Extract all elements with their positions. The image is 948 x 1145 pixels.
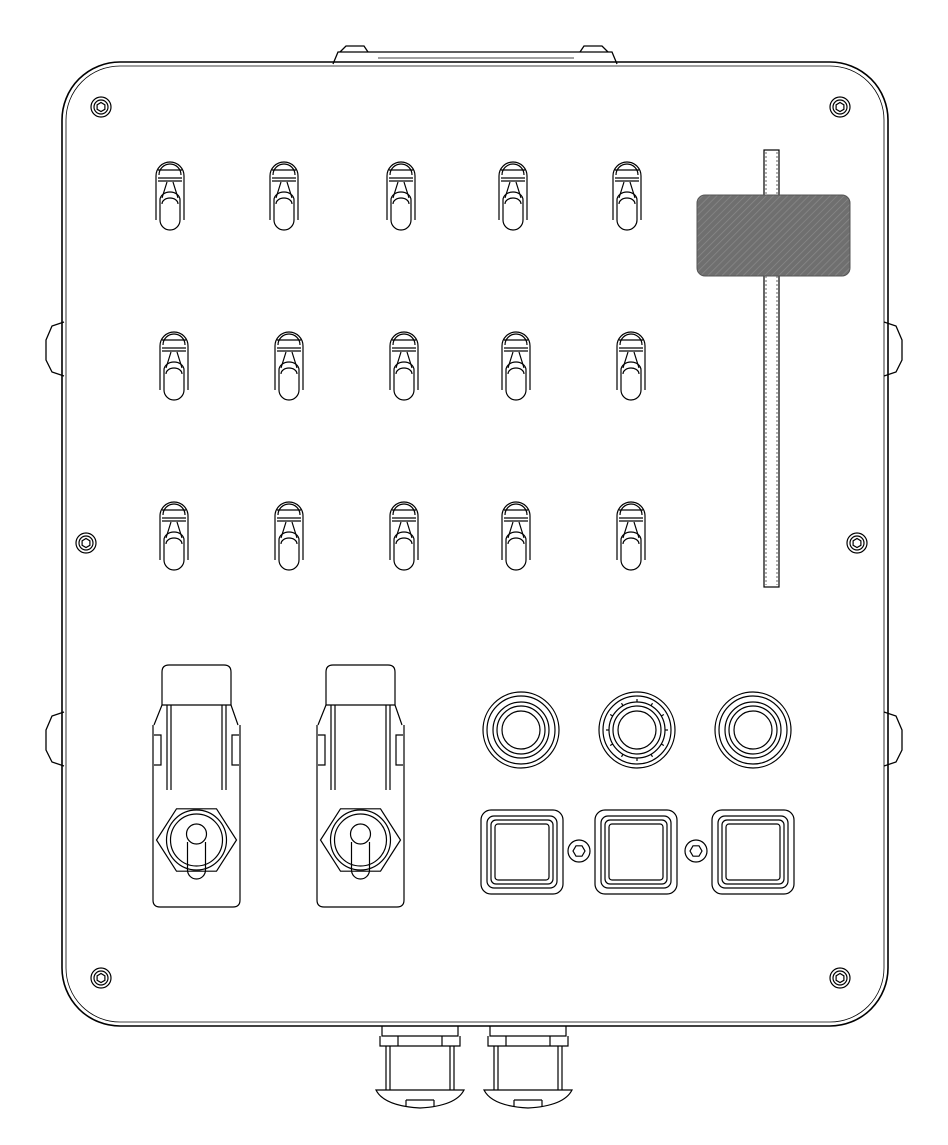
fader-track[interactable]: [763, 149, 780, 588]
toggle-switch-r2c1[interactable]: [159, 331, 189, 401]
toggle-switch-r3c2[interactable]: [274, 501, 304, 571]
side-tabs: [45, 321, 903, 767]
round-push-buttons: [482, 691, 792, 769]
screw-2: [829, 96, 851, 118]
panel-outline: [61, 61, 889, 1027]
toggle-switch-r1c5[interactable]: [612, 161, 642, 231]
toggle-switch-r3c4[interactable]: [501, 501, 531, 571]
screw-6: [829, 967, 851, 989]
toggle-switch-r3c5[interactable]: [616, 501, 646, 571]
round-button-3[interactable]: [714, 691, 792, 769]
screws: [75, 96, 868, 989]
top-mount-tab: [332, 45, 618, 65]
toggle-switch-r1c1[interactable]: [155, 161, 185, 231]
cable-glands: [375, 1026, 573, 1109]
toggle-switch-r1c2[interactable]: [269, 161, 299, 231]
cable-gland-2: [483, 1026, 573, 1109]
toggle-switch-r1c4[interactable]: [498, 161, 528, 231]
round-button-2[interactable]: [598, 691, 676, 769]
screw-5: [90, 967, 112, 989]
square-button-1[interactable]: [480, 809, 564, 895]
enclosure: [45, 45, 903, 1027]
screw-4: [846, 532, 868, 554]
toggle-switch-r2c4[interactable]: [501, 331, 531, 401]
guarded-switch-1[interactable]: [152, 664, 241, 908]
toggle-switch-r2c2[interactable]: [274, 331, 304, 401]
screw-3: [75, 532, 97, 554]
toggle-switch-r1c3[interactable]: [386, 161, 416, 231]
slide-fader: [696, 149, 851, 588]
toggle-switch-r2c3[interactable]: [389, 331, 419, 401]
toggle-switch-grid: [155, 161, 646, 571]
toggle-switch-r2c5[interactable]: [616, 331, 646, 401]
square-button-3[interactable]: [711, 809, 795, 895]
guarded-switch-2[interactable]: [316, 664, 405, 908]
button-separator-screw-2: [684, 839, 708, 863]
screw-1: [90, 96, 112, 118]
square-push-buttons: [480, 809, 795, 895]
panel-inner-edge: [65, 65, 885, 1023]
guarded-toggle-switches: [152, 664, 405, 908]
round-button-1[interactable]: [482, 691, 560, 769]
toggle-switch-r3c1[interactable]: [159, 501, 189, 571]
cable-gland-1: [375, 1026, 465, 1109]
fader-knob[interactable]: [696, 194, 851, 277]
square-button-2[interactable]: [594, 809, 678, 895]
button-separator-screw-1: [567, 839, 591, 863]
toggle-switch-r3c3[interactable]: [389, 501, 419, 571]
